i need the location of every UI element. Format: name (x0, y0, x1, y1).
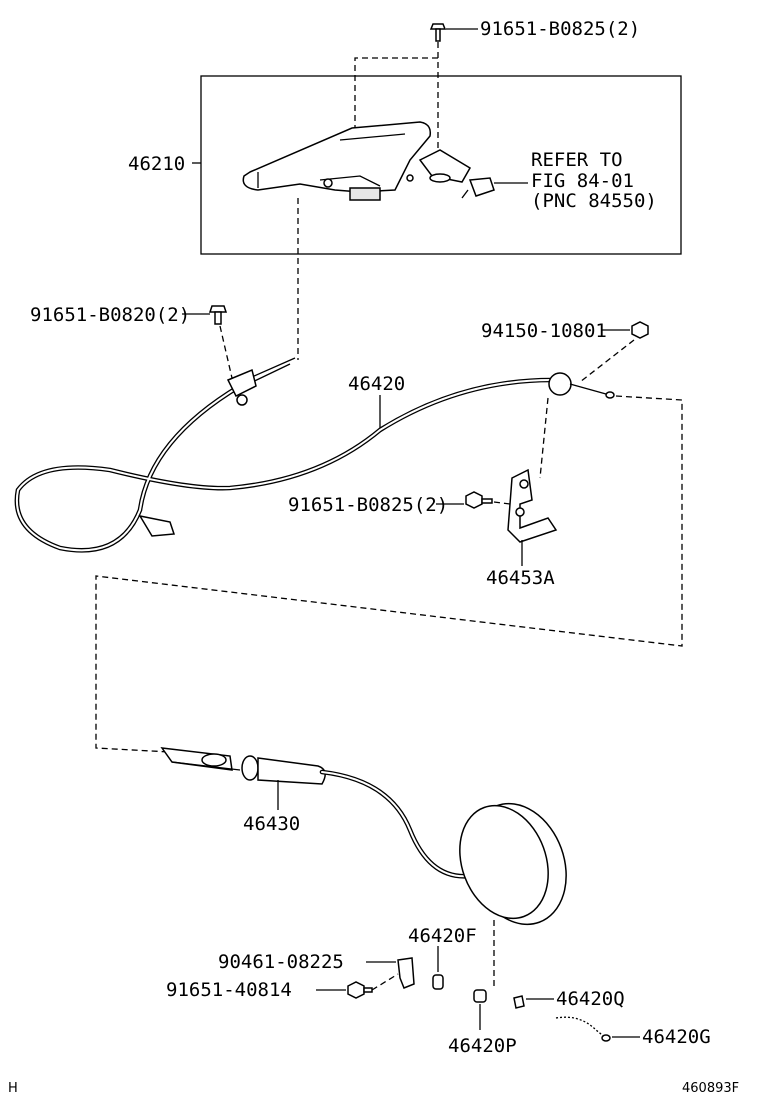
dashed-guide-bolt-bottom (371, 973, 399, 991)
label-bolt-mid: 91651-B0825(2) (288, 494, 448, 516)
part-46420P-shape (473, 989, 487, 1003)
dashed-guide-right-2 (539, 397, 549, 479)
corner-mark-left: H (8, 1081, 18, 1096)
bracket-part (507, 468, 558, 543)
label-refer-line1: REFER TO (531, 149, 623, 171)
label-front-cable: 46420 (348, 373, 405, 395)
nut-right-part (631, 321, 649, 339)
label-46420F: 46420F (408, 925, 477, 947)
part-46420G-shape (555, 1016, 611, 1042)
label-bolt-left: 91651-B0820(2) (30, 304, 190, 326)
label-clip: 90461-08225 (218, 951, 344, 973)
dashed-guide-nut (579, 339, 635, 383)
label-lever: 46210 (128, 153, 185, 175)
label-46420G: 46420G (642, 1026, 711, 1048)
label-bolt-bottom: 91651-40814 (166, 979, 292, 1001)
clip-part (397, 957, 415, 989)
label-nut-right: 94150-10801 (481, 320, 607, 342)
label-rear-cable: 46430 (243, 813, 300, 835)
label-refer-line3: (PNC 84550) (531, 190, 657, 212)
label-refer-line2: FIG 84-01 (531, 170, 634, 192)
dashed-guide-bolt-left (219, 325, 233, 379)
bolt-mid-part (465, 491, 493, 509)
front-cable-part (14, 357, 615, 553)
part-46420F-shape (432, 974, 444, 990)
lever-assembly-box (200, 75, 682, 255)
label-bracket: 46453A (486, 567, 555, 589)
label-46420Q: 46420Q (556, 988, 625, 1010)
brake-drum-part (459, 802, 567, 926)
rear-cable-part (160, 747, 521, 901)
bolt-left-part (208, 305, 228, 325)
dashed-guide-top (354, 57, 438, 150)
part-46420Q-shape (513, 995, 525, 1009)
bolt-top-part (429, 23, 447, 42)
diagram-code: 460893F (682, 1081, 739, 1096)
label-bolt-top: 91651-B0825(2) (480, 18, 640, 40)
label-46420P: 46420P (448, 1035, 517, 1057)
parking-brake-lever-part (242, 121, 495, 201)
dashed-guide-bolt-mid (493, 501, 511, 505)
dashed-guide-right-1 (95, 395, 683, 753)
bolt-bottom-part (347, 981, 373, 999)
